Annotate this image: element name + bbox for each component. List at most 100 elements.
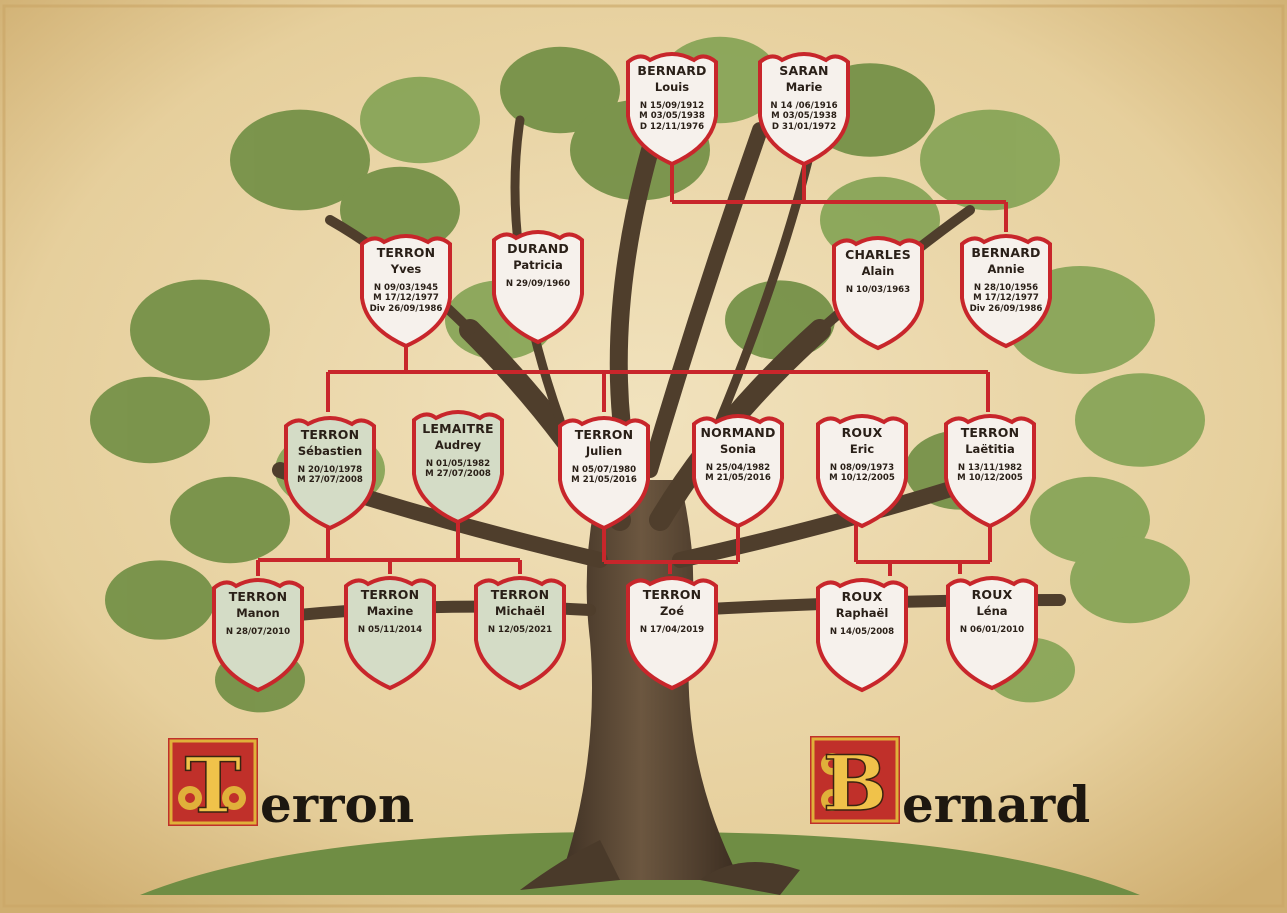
person-dates: N 05/07/1980 M 21/05/2016 — [571, 465, 637, 486]
shield-frame-icon — [558, 416, 650, 531]
person-firstname: Laëtitia — [965, 442, 1015, 456]
person-firstname: Louis — [654, 80, 690, 94]
initial-t: T — [185, 741, 242, 830]
person-surname: LEMAITRE — [422, 421, 494, 436]
person-surname: TERRON — [376, 245, 436, 260]
shield-frame-icon — [412, 410, 504, 525]
person-firstname: Sébastien — [297, 444, 363, 458]
shield-text: TERRON Manon N 28/07/2010 — [206, 574, 310, 637]
person-surname: ROUX — [841, 425, 883, 440]
person-surname: SARAN — [779, 63, 829, 78]
person-firstname: Zoé — [659, 604, 685, 618]
person-firstname: Marie — [785, 80, 823, 94]
shield-text: TERRON Sébastien N 20/10/1978 M 27/07/2008 — [278, 412, 382, 486]
person-dates: N 10/03/1963 — [845, 285, 911, 295]
person-dates: N 15/09/1912 M 03/05/1938 D 12/11/1976 — [639, 101, 705, 132]
foliage-cluster — [170, 476, 290, 564]
shield-text: ROUX Eric N 08/09/1973 M 10/12/2005 — [810, 410, 914, 484]
shield-frame-icon — [692, 414, 784, 529]
person-dates: N 17/04/2019 — [639, 625, 705, 635]
person-firstname: Julien — [585, 444, 623, 458]
foliage-cluster — [1075, 373, 1205, 467]
shield-frame-icon — [360, 234, 452, 349]
person-shield-terron-zoe[interactable]: TERRON Zoé N 17/04/2019 — [620, 572, 724, 692]
foliage-cluster — [1070, 536, 1190, 624]
person-firstname: Raphaël — [835, 606, 889, 620]
person-dates: N 25/04/1982 M 21/05/2016 — [705, 463, 771, 484]
person-dates: N 14 /06/1916 M 03/05/1938 D 31/01/1972 — [770, 101, 838, 132]
foliage-cluster — [130, 279, 270, 381]
shield-frame-icon — [492, 230, 584, 345]
person-shield-terron-julien[interactable]: TERRON Julien N 05/07/1980 M 21/05/2016 — [552, 412, 656, 532]
initial-b-ornament: B — [810, 736, 900, 829]
person-surname: TERRON — [300, 427, 360, 442]
shield-frame-icon — [944, 414, 1036, 529]
foliage-cluster — [90, 376, 210, 464]
person-firstname: Eric — [849, 442, 875, 456]
parchment-edge — [2, 4, 1285, 908]
person-surname: BERNARD — [637, 63, 707, 78]
person-surname: ROUX — [841, 589, 883, 604]
person-firstname: Michaël — [495, 604, 545, 618]
person-shield-bernard-louis[interactable]: BERNARD Louis N 15/09/1912 M 03/05/1938 D … — [620, 48, 724, 168]
person-firstname: Léna — [976, 604, 1008, 618]
person-dates: N 28/07/2010 — [225, 627, 291, 637]
person-shield-terron-manon[interactable]: TERRON Manon N 28/07/2010 — [206, 574, 310, 694]
foliage-cluster — [340, 166, 460, 254]
person-dates: N 09/03/1945 M 17/12/1977 Div 26/09/1986 — [369, 283, 443, 314]
shield-text: TERRON Zoé N 17/04/2019 — [620, 572, 724, 635]
shield-text: BERNARD Louis N 15/09/1912 M 03/05/1938 D … — [620, 48, 724, 132]
person-dates: N 13/11/1982 M 10/12/2005 — [957, 463, 1023, 484]
person-surname: TERRON — [228, 589, 288, 604]
person-dates: N 05/11/2014 — [357, 625, 423, 635]
person-dates: N 28/10/1956 M 17/12/1977 Div 26/09/1986 — [969, 283, 1043, 314]
shield-frame-icon — [960, 234, 1052, 349]
person-firstname: Annie — [987, 262, 1025, 276]
person-firstname: Manon — [236, 606, 280, 620]
foliage-cluster — [920, 109, 1060, 211]
person-shield-saran-marie[interactable]: SARAN Marie N 14 /06/1916 M 03/05/1938 D 3… — [752, 48, 856, 168]
person-dates: N 12/05/2021 — [487, 625, 553, 635]
person-shield-roux-eric[interactable]: ROUX Eric N 08/09/1973 M 10/12/2005 — [810, 410, 914, 530]
person-firstname: Maxine — [366, 604, 414, 618]
family-name-bernard: ernard — [902, 775, 1090, 834]
lineage-connectors — [256, 160, 1008, 576]
person-surname: NORMAND — [700, 425, 776, 440]
person-surname: ROUX — [971, 587, 1013, 602]
person-dates: N 29/09/1960 — [505, 279, 571, 289]
shield-frame-icon — [946, 576, 1038, 691]
person-firstname: Patricia — [513, 258, 563, 272]
foliage-cluster — [500, 46, 620, 134]
foliage-cluster — [230, 109, 370, 211]
family-name-terron: erron — [260, 775, 414, 834]
person-firstname: Alain — [861, 264, 895, 278]
shield-frame-icon — [816, 578, 908, 693]
person-dates: N 20/10/1978 M 27/07/2008 — [297, 465, 363, 486]
person-surname: TERRON — [642, 587, 702, 602]
shield-frame-icon — [344, 576, 436, 691]
person-dates: N 08/09/1973 M 10/12/2005 — [829, 463, 895, 484]
foliage-cluster — [105, 560, 215, 640]
shield-text: SARAN Marie N 14 /06/1916 M 03/05/1938 D 3… — [752, 48, 856, 132]
person-surname: TERRON — [574, 427, 634, 442]
shield-frame-icon — [832, 236, 924, 351]
person-shield-terron-sebastien[interactable]: TERRON Sébastien N 20/10/1978 M 27/07/2008 — [278, 412, 382, 532]
